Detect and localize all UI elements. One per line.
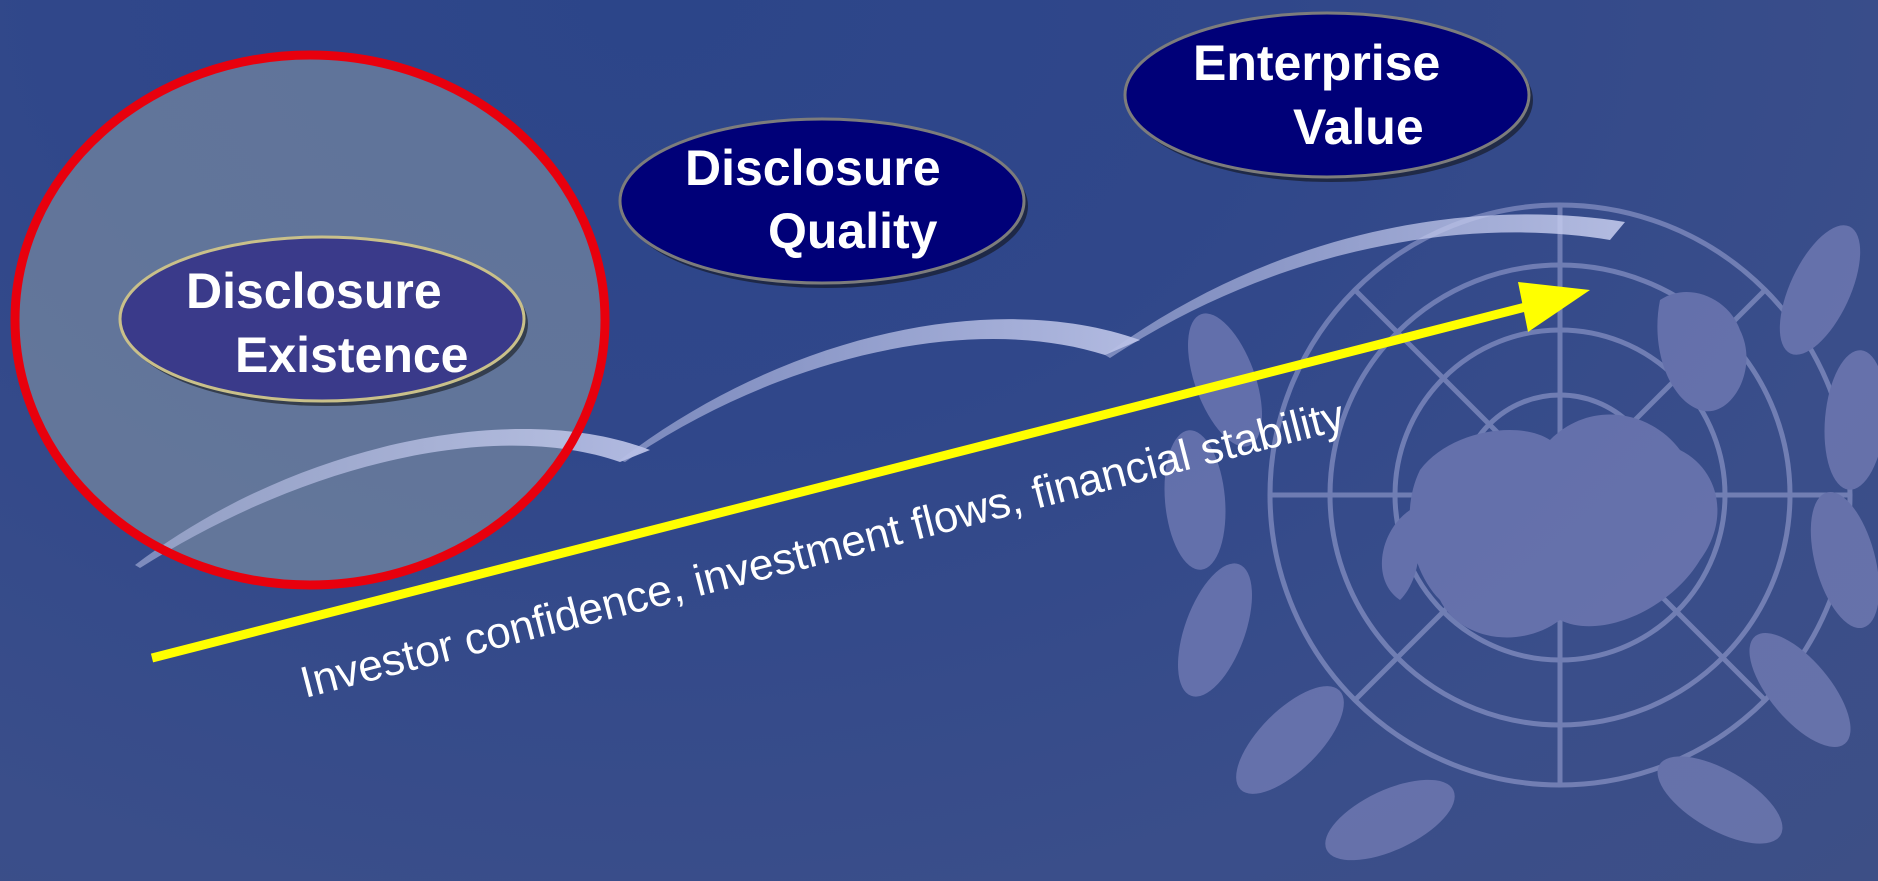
- un-emblem-watermark: [1164, 202, 1878, 861]
- stage-disclosure-existence: Disclosure Existence: [118, 235, 528, 406]
- stage-enterprise-value: Enterprise Value: [1123, 11, 1533, 182]
- olive-branches: [1164, 225, 1878, 861]
- stage-label-line2: Value: [1293, 99, 1424, 155]
- progression-arcs: [135, 214, 1625, 568]
- arc-3: [1105, 214, 1625, 358]
- stage-label-line1: Disclosure: [685, 140, 941, 196]
- stage-label-line2: Quality: [768, 203, 938, 259]
- progress-arrow: [150, 282, 1590, 663]
- arc-1: [135, 429, 650, 568]
- stage-disclosure-quality: Disclosure Quality: [618, 117, 1028, 288]
- highlight-ring-outline: [10, 50, 610, 590]
- stage-label-line2: Existence: [235, 327, 468, 383]
- continents-shape: [1381, 291, 1747, 638]
- stage-label-line1: Disclosure: [186, 263, 442, 319]
- arc-2: [620, 319, 1140, 462]
- stage-label-line1: Enterprise: [1193, 35, 1440, 91]
